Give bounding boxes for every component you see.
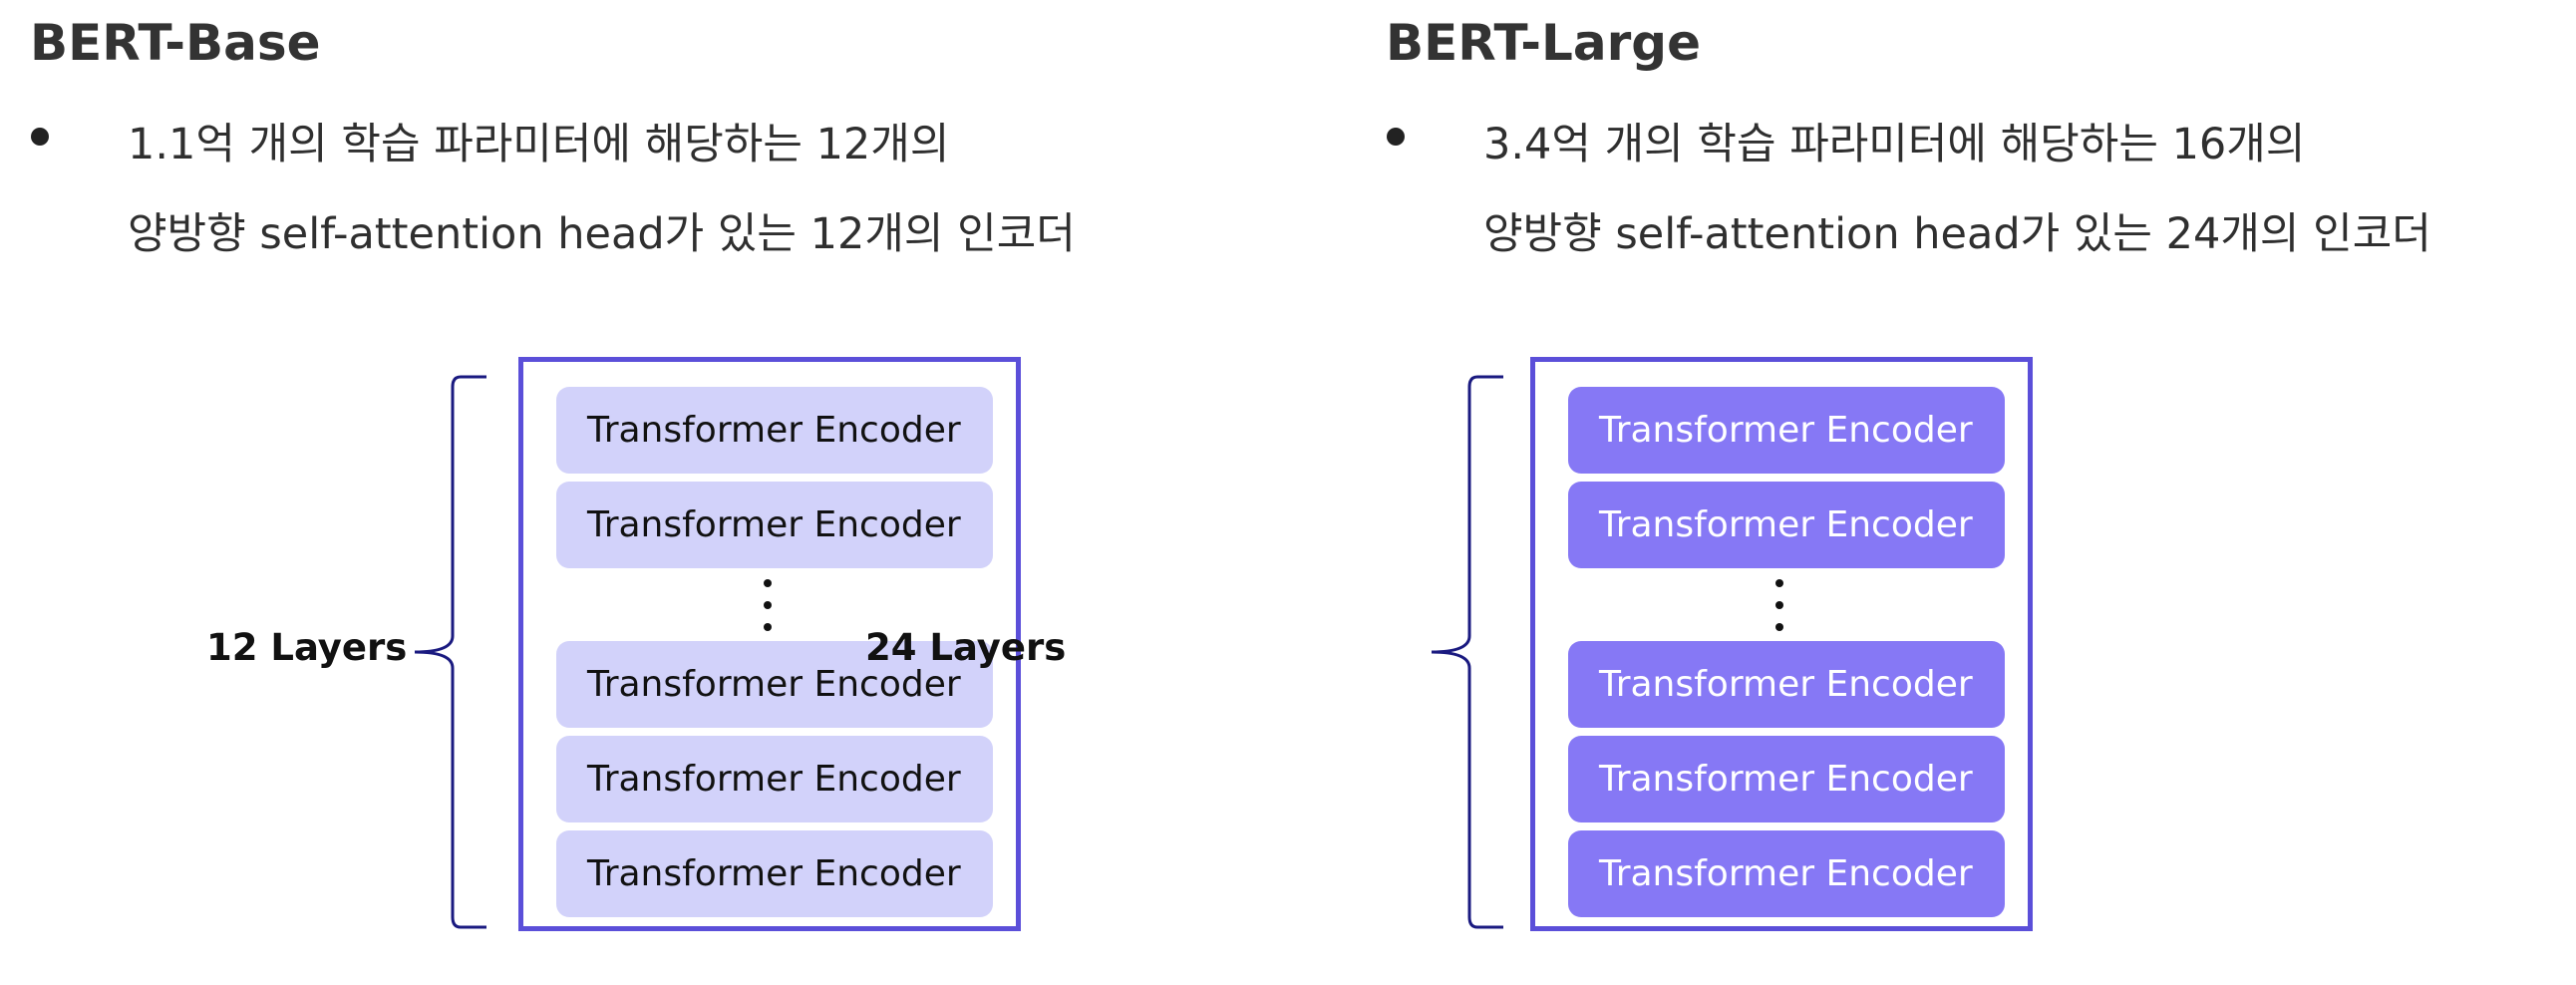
bert-base-panel: BERT-Base 1.1억 개의 학습 파라미터에 해당하는 12개의 양방향… bbox=[30, 14, 1076, 931]
transformer-encoder-block: Transformer Encoder bbox=[1568, 641, 2005, 728]
left-brace-icon bbox=[1431, 375, 1503, 929]
bert-large-encoder-stack: Transformer Encoder Transformer Encoder … bbox=[1530, 357, 2033, 931]
bert-base-layers-label: 12 Layers bbox=[206, 626, 408, 669]
transformer-encoder-block: Transformer Encoder bbox=[556, 830, 993, 917]
bert-base-desc-line-1: 1.1억 개의 학습 파라미터에 해당하는 12개의 bbox=[128, 120, 950, 169]
transformer-encoder-block: Transformer Encoder bbox=[1568, 387, 2005, 474]
left-brace-icon bbox=[414, 375, 486, 929]
bert-base-desc-line-2: 양방향 self-attention head가 있는 12개의 인코더 bbox=[128, 209, 1076, 259]
transformer-encoder-block: Transformer Encoder bbox=[556, 482, 993, 568]
bert-large-layers-label: 24 Layers bbox=[865, 626, 1067, 669]
bert-large-panel: BERT-Large 3.4억 개의 학습 파라미터에 해당하는 16개의 양방… bbox=[865, 0, 2576, 985]
vertical-ellipsis-icon bbox=[760, 579, 776, 635]
transformer-encoder-block: Transformer Encoder bbox=[1568, 736, 2005, 822]
bert-base-encoder-stack: Transformer Encoder Transformer Encoder … bbox=[518, 357, 1021, 931]
bert-large-description: 3.4억 개의 학습 파라미터에 해당하는 16개의 양방향 self-atte… bbox=[1483, 100, 2431, 279]
transformer-encoder-block: Transformer Encoder bbox=[1568, 482, 2005, 568]
bert-large-title: BERT-Large bbox=[1386, 14, 1701, 72]
transformer-encoder-block: Transformer Encoder bbox=[556, 387, 993, 474]
transformer-encoder-block: Transformer Encoder bbox=[1568, 830, 2005, 917]
bert-large-desc-line-1: 3.4억 개의 학습 파라미터에 해당하는 16개의 bbox=[1483, 120, 2306, 169]
bert-base-title: BERT-Base bbox=[30, 14, 321, 72]
transformer-encoder-block: Transformer Encoder bbox=[556, 736, 993, 822]
bullet-icon bbox=[1387, 128, 1405, 146]
bullet-icon bbox=[31, 128, 49, 146]
transformer-encoder-block: Transformer Encoder bbox=[556, 641, 993, 728]
vertical-ellipsis-icon bbox=[1771, 579, 1787, 635]
bert-large-desc-line-2: 양방향 self-attention head가 있는 24개의 인코더 bbox=[1483, 209, 2431, 259]
bert-base-description: 1.1억 개의 학습 파라미터에 해당하는 12개의 양방향 self-atte… bbox=[128, 100, 1076, 279]
